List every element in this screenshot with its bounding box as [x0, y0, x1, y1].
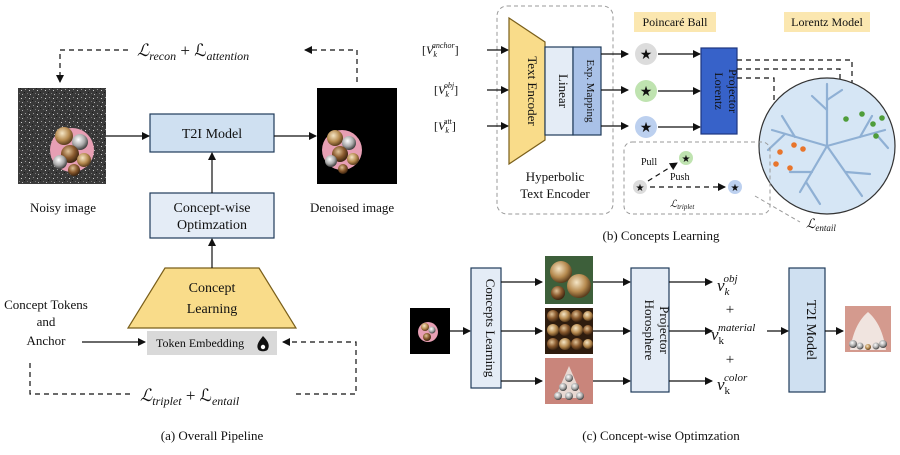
noisy-label: Noisy image	[30, 200, 96, 215]
fire-icon	[257, 336, 269, 352]
output-image	[845, 306, 891, 352]
encoder-line2: Text Encoder	[520, 186, 590, 201]
encoder-line1: Hyperbolic	[526, 169, 585, 184]
caption-a: (a) Overall Pipeline	[161, 428, 264, 443]
triplet-green-star: ★	[679, 151, 693, 165]
concept-image-material	[545, 308, 593, 354]
exp-mapping-box	[572, 46, 602, 136]
loss-top: ℒrecon + ℒattention	[137, 41, 249, 63]
loss-bottom: ℒtriplet + ℒentail	[140, 386, 240, 408]
lorentz-projector-line2: Projector	[726, 69, 740, 113]
exp-mapping-label: Exp. Mapping	[584, 60, 596, 123]
entail-label: ℒentail	[806, 216, 836, 233]
plus-1: +	[726, 302, 734, 318]
input-line3: Anchor	[27, 333, 67, 348]
token-embedding-label: Token Embedding	[156, 336, 244, 350]
concept-image-object	[545, 256, 593, 304]
v-material: vkmaterial	[711, 322, 755, 347]
svg-text:★: ★	[640, 121, 653, 136]
pull-line	[647, 162, 678, 182]
panel-c: Concepts Learning	[410, 256, 891, 443]
loss-top-left-line	[56, 49, 128, 83]
push-label: Push	[670, 172, 689, 183]
svg-text:★: ★	[640, 48, 653, 63]
svg-text:★: ★	[731, 183, 740, 194]
panel-b: [Vkanchor] [Vkobj] [Vkatt] Text Encoder …	[422, 5, 896, 243]
horosphere-projector-box	[630, 267, 670, 393]
input-line2: and	[37, 314, 56, 329]
lorentz-projector-box	[700, 47, 738, 135]
denoised-label: Denoised image	[310, 200, 394, 215]
t2i-model-c-box	[788, 267, 826, 393]
text-encoder-trapezoid	[508, 16, 546, 166]
v-color: vkcolor	[717, 372, 748, 397]
input-att: [Vkatt]	[434, 117, 456, 135]
lorentz-projector-line1: Lorentz	[712, 72, 726, 109]
loss-bottom-right-line	[282, 338, 357, 395]
horosphere-line1: Horosphere	[642, 300, 657, 361]
star-blue: ★	[635, 116, 657, 138]
token-embedding-box	[147, 331, 277, 355]
t2i-model-c-label: T2I Model	[803, 300, 818, 360]
poincare-label-bg	[634, 12, 716, 32]
triplet-frame	[623, 141, 771, 215]
star-green: ★	[635, 80, 657, 102]
linear-label: Linear	[556, 74, 571, 109]
panel-a: ℒrecon + ℒattention Noisy image	[4, 41, 397, 443]
lorentz-out-2	[737, 68, 844, 129]
encoder-frame	[496, 5, 614, 215]
concepts-learning-label: Concepts Learning	[483, 279, 498, 378]
svg-text:★: ★	[636, 183, 645, 194]
caption-c: (c) Concept-wise Optimzation	[582, 428, 740, 443]
pull-label: Pull	[641, 157, 657, 168]
input-anchor: [Vkanchor]	[422, 41, 459, 59]
loss-bottom-left-line	[29, 362, 130, 395]
input-obj: [Vkobj]	[434, 81, 458, 99]
triplet-label: ℒtriplet	[670, 199, 695, 211]
star-grey: ★	[635, 43, 657, 65]
svg-text:★: ★	[640, 85, 653, 100]
concept-learning-line2: Learning	[187, 302, 238, 317]
caption-b: (b) Concepts Learning	[603, 228, 720, 243]
poincare-label: Poincaré Ball	[643, 15, 709, 29]
horosphere-line2: Projector	[657, 306, 672, 354]
concept-opt-line2: Optimzation	[177, 218, 247, 233]
input-line1: Concept Tokens	[4, 297, 88, 312]
lorentz-ball	[758, 77, 896, 215]
denoised-image	[317, 88, 397, 184]
concepts-learning-box	[470, 267, 502, 389]
entail-pointer	[754, 195, 801, 223]
concept-opt-line1: Concept-wise	[174, 201, 251, 216]
text-encoder-label: Text Encoder	[525, 56, 540, 126]
v-obj: vkobj	[717, 273, 738, 298]
triplet-blue-star: ★	[728, 180, 742, 194]
noisy-image	[18, 88, 106, 184]
svg-text:★: ★	[682, 154, 691, 165]
plus-2: +	[726, 352, 734, 368]
concept-learning-trapezoid	[126, 267, 298, 329]
lorentz-model-label-bg	[784, 12, 870, 32]
lorentz-model-label: Lorentz Model	[791, 15, 863, 29]
input-thumbnail	[410, 308, 450, 354]
loss-top-right-line	[304, 46, 358, 82]
concept-image-color	[545, 358, 593, 404]
concept-learning-line1: Concept	[189, 281, 236, 296]
t2i-model-label: T2I Model	[182, 127, 242, 142]
triplet-grey-star: ★	[633, 180, 647, 194]
